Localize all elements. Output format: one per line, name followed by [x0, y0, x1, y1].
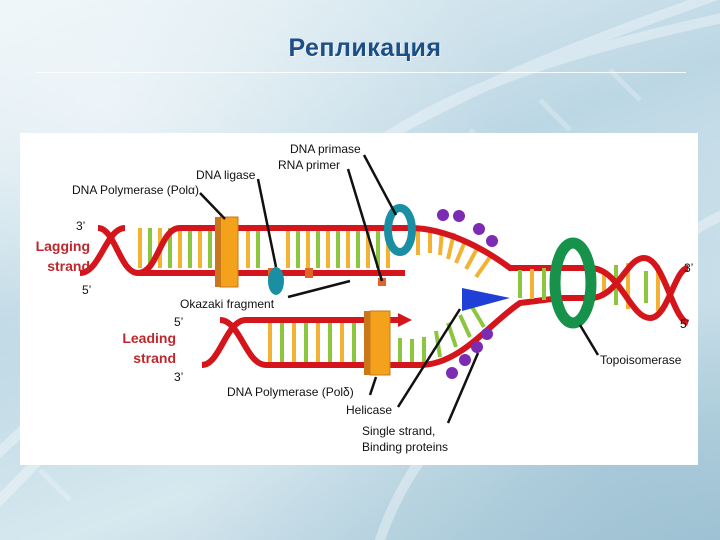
ssb-label-line1: Single strand,	[362, 424, 436, 438]
lagging-helix-backbone-b	[79, 225, 126, 276]
dna-polymerase-alpha-label: DNA Polymerase (Polα)	[72, 183, 199, 197]
lagging-3-prime-label: 3’	[76, 219, 86, 233]
dna-polymerase-delta-shadow	[364, 311, 370, 375]
topoisomerase	[549, 237, 597, 329]
rna-primer-marker	[378, 278, 386, 286]
dna-ligase-label: DNA ligase	[196, 168, 256, 182]
leading-direction-arrow	[398, 313, 412, 327]
parent-helix-backbone-b	[560, 254, 690, 326]
rna-primer-label: RNA primer	[278, 158, 341, 172]
topoisomerase-label: Topoisomerase	[600, 353, 682, 367]
right-5-prime-label: 5’	[680, 317, 690, 331]
helicase	[462, 288, 510, 311]
title-divider	[36, 72, 686, 73]
lagging-strand-label-line1: Lagging	[35, 238, 90, 254]
label-pointers	[199, 154, 600, 424]
dna-polymerase-delta	[369, 310, 391, 376]
leading-strand-label-line2: strand	[133, 350, 176, 366]
okazaki-fragment-label: Okazaki fragment	[180, 297, 275, 311]
dna-ligase	[268, 267, 284, 295]
parent-helix-backbone-a	[560, 265, 690, 322]
dna-primase	[384, 204, 416, 256]
leading-base-pairs	[268, 305, 486, 365]
helicase-label: Helicase	[346, 403, 393, 417]
ssb-label-line2: Binding proteins	[362, 440, 449, 454]
dna-polymerase-alpha	[219, 216, 239, 288]
lagging-strand-label-line2: strand	[47, 258, 90, 274]
replication-diagram-panel: DNA primase RNA primer DNA ligase DNA Po…	[20, 133, 698, 465]
slide-title: Репликация	[288, 34, 442, 62]
dna-primase-label: DNA primase	[290, 142, 361, 156]
dna-polymerase-alpha-shadow	[215, 217, 221, 287]
ssb-proteins-bottom	[446, 328, 493, 379]
leading-strand-label-line1: Leading	[122, 330, 176, 346]
leading-template-backbone	[266, 295, 561, 368]
leading-helix-backbone-b	[201, 317, 247, 368]
ssb-proteins-top	[437, 209, 498, 247]
dna-polymerase-delta-label: DNA Polymerase (Polδ)	[227, 385, 354, 399]
leading-helix-backbone-a	[219, 317, 267, 368]
replication-fork-diagram	[79, 154, 690, 424]
leading-strand-label: Leading strand	[110, 328, 176, 368]
lagging-5-prime-label: 5’	[82, 283, 92, 297]
lagging-base-pairs	[138, 228, 492, 279]
leading-3-prime-label: 3’	[174, 370, 184, 384]
okazaki-fragment-marker	[305, 268, 313, 278]
lagging-strand-label: Lagging strand	[24, 236, 90, 276]
right-3-prime-label: 3’	[684, 261, 694, 275]
leading-5-prime-label: 5’	[174, 315, 184, 329]
